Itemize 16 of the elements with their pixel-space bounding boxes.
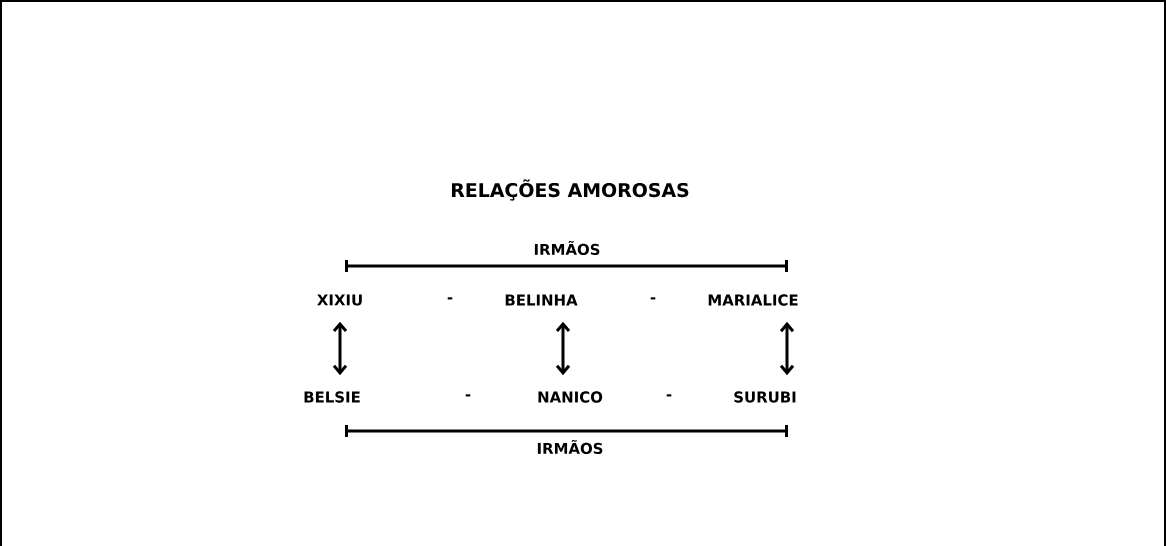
double-arrow (779, 321, 795, 376)
bracket-label: IRMÃOS (534, 240, 600, 256)
separator-dash: - (465, 394, 471, 397)
name-label: MARIALICE (708, 294, 798, 306)
double-arrow (332, 321, 348, 376)
separator-dash: - (666, 394, 672, 397)
name-label: XIXIU (317, 294, 362, 306)
name-label: SURUBI (734, 391, 796, 403)
double-arrow (555, 321, 571, 376)
name-label: BELINHA (505, 294, 578, 306)
name-label: BELSIE (304, 391, 360, 403)
name-label: NANICO (538, 391, 603, 403)
bracket-label: IRMÃOS (537, 439, 603, 455)
separator-dash: - (447, 297, 453, 300)
separator-dash: - (650, 297, 656, 300)
title: RELAÇÕES AMOROSAS (452, 179, 689, 201)
